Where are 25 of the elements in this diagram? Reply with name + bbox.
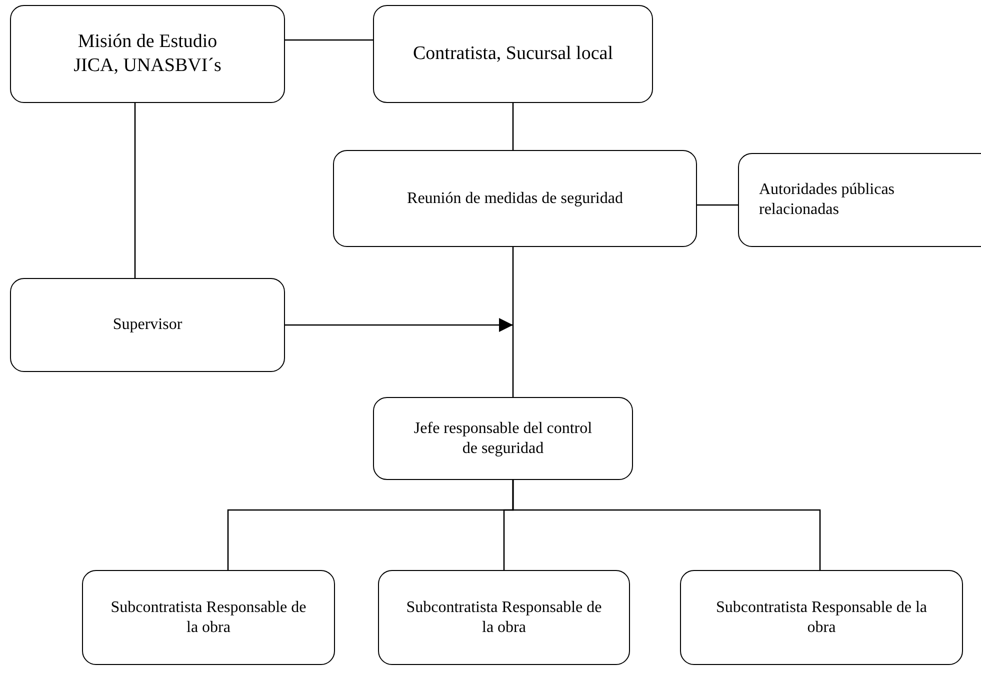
org-box [373, 5, 653, 103]
org-box [82, 570, 335, 665]
connector-line [285, 39, 373, 41]
box-label: Subcontratista Responsable de la obra [405, 598, 603, 638]
box-label: Autoridades públicas relacionadas [759, 180, 896, 220]
box-label: Jefe responsable del control de seguridad [413, 418, 593, 458]
box-label: Reunión de medidas de seguridad [407, 188, 623, 208]
connector-line [697, 204, 738, 206]
connector-line [134, 103, 136, 278]
connector-line [512, 103, 514, 150]
box-label: Subcontratista Responsable de la obra [110, 598, 308, 638]
box-label: Misión de Estudio JICA, UNASBVI´s [72, 30, 222, 78]
org-box [378, 570, 630, 665]
org-box [10, 5, 285, 103]
org-box [738, 153, 981, 247]
connector-line [512, 480, 821, 570]
org-box [373, 397, 633, 480]
box-label: Supervisor [112, 315, 182, 335]
org-box [333, 150, 697, 247]
connector-line [285, 318, 513, 332]
box-label: Contratista, Sucursal local [413, 42, 613, 66]
box-label: Subcontratista Responsable de la obra [714, 598, 928, 638]
org-box [10, 278, 285, 372]
org-box [680, 570, 963, 665]
connector-line [512, 247, 514, 397]
